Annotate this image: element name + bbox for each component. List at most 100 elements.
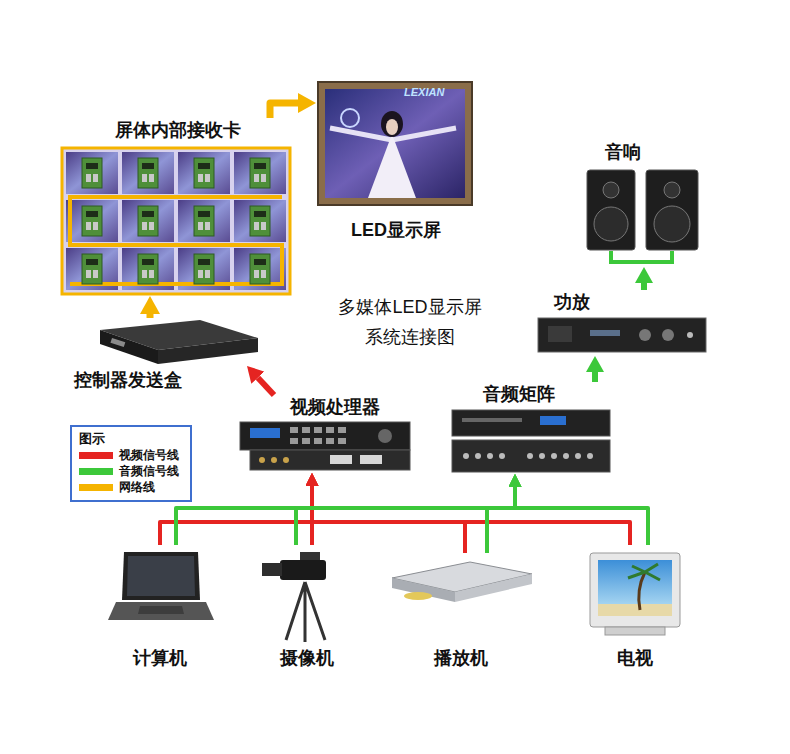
video-processor [290,438,298,444]
node-label: 音响 [605,140,641,164]
audio-matrix [551,453,557,459]
receiver-panel-grid [82,158,102,188]
camera [280,560,326,580]
signal-connector [487,487,515,553]
power-amplifier [662,329,674,341]
tv-node: 电视 [585,545,685,670]
power-amplifier [538,318,706,352]
legend-swatch [79,484,113,491]
speakers [654,206,690,242]
amplifier-node: 功放 [536,290,706,356]
node-label: 功放 [554,290,590,314]
video-processor [326,427,334,433]
receiver-panel-grid [62,148,290,294]
television [628,564,660,580]
power-amplifier [639,329,651,341]
signal-connector [592,372,598,382]
television [639,572,645,610]
video-processor-node: 视频处理器 [235,395,413,473]
video-processor [314,438,322,444]
led-screen [341,109,359,127]
video-processor [259,457,265,463]
controller-box [100,320,258,364]
signal-connector [312,486,630,545]
legend-text: 视频信号线 [119,447,179,464]
receiver-panel-grid [234,152,286,194]
receiver-panel-grid [234,200,286,242]
power-amplifier [548,326,572,342]
signal-connector [515,487,648,545]
speakers [603,182,619,198]
receiver-panel-grid [194,206,214,236]
television [598,560,672,616]
legend-text: 网络线 [119,479,155,496]
node-label: 播放机 [434,646,488,670]
audio-matrix [462,418,522,422]
receiver-panel-grid [66,200,118,242]
signal-connector [296,487,515,545]
disc-player [392,562,532,602]
camera [300,552,320,560]
legend-text: 音频信号线 [119,463,179,480]
power-amplifier [687,332,693,338]
audio-matrix [539,453,545,459]
video-processor [290,427,298,433]
signal-connector [258,378,274,395]
audio-matrix [540,416,566,425]
watermark: LEXIAN [404,86,444,98]
video-processor [271,457,277,463]
receiver-card-panel: 屏体内部接收卡 [60,118,295,296]
camera-node: 摄像机 [262,545,352,670]
video-processor [338,438,346,444]
audio-matrix [452,410,610,472]
video-processor [250,428,280,438]
controller-box [110,338,125,347]
signal-connector [312,486,465,553]
audio-matrix [463,453,469,459]
audio-matrix [575,453,581,459]
receiver-panel-grid [194,254,214,284]
node-label: 屏体内部接收卡 [115,118,241,142]
signal-connector [270,103,298,118]
legend-row: 视频信号线 [79,447,183,463]
receiver-panel-grid [122,152,174,194]
legend-row: 网络线 [79,479,183,495]
audio-matrix [475,453,481,459]
television [590,553,680,635]
television [590,553,680,627]
led-screen [318,82,472,205]
legend-box: 图示视频信号线音频信号线网络线 [70,425,192,502]
audio-matrix [452,440,610,472]
video-processor [240,422,410,470]
receiver-panel-grid [194,158,214,188]
speakers [611,251,672,262]
receiver-panel-grid [250,254,270,284]
controller-box [158,338,258,364]
television [598,604,672,616]
node-label: 视频处理器 [290,395,380,419]
player-node: 播放机 [388,553,533,670]
controller-node: 控制器发送盒 [72,318,247,392]
receiver-panel-grid [178,200,230,242]
laptop [127,556,195,596]
receiver-panel-grid [62,148,290,294]
video-processor [283,457,289,463]
power-amplifier [538,318,706,352]
video-processor [330,455,352,464]
disc-player [404,592,432,600]
signal-connector [176,487,515,545]
led-screen [318,82,472,205]
receiver-panel-grid [250,206,270,236]
speakers [587,170,635,250]
node-label: 音频矩阵 [483,382,555,406]
speakers [594,207,628,241]
speakers [587,170,698,262]
led-screen [325,89,465,198]
diagram-title: 多媒体LED显示屏 系统连接图 [310,292,510,352]
receiver-panel-grid [138,254,158,284]
led-screen [381,111,403,137]
disc-player [392,578,455,602]
camera [262,563,282,576]
led-screen [368,134,416,198]
